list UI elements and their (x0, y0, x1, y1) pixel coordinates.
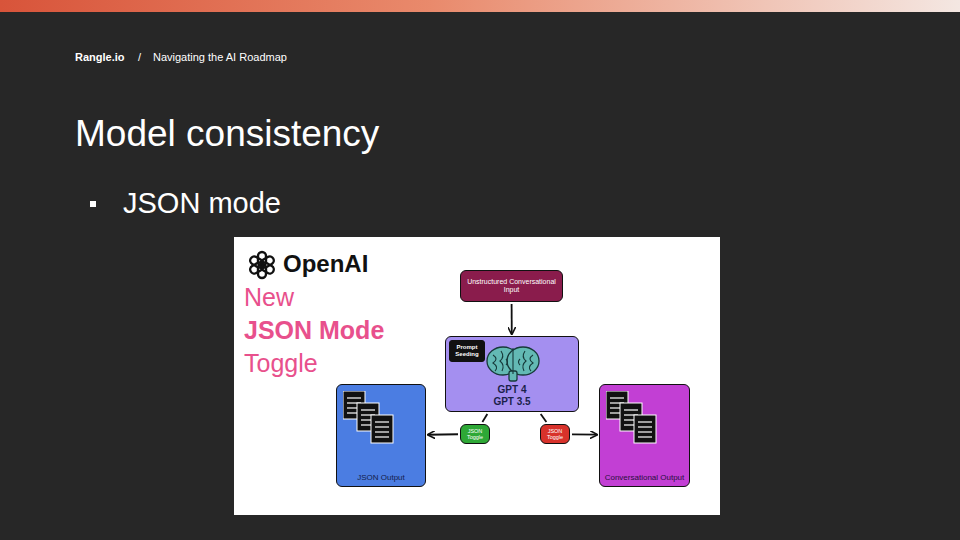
connector-arrow (541, 414, 547, 422)
node-text: Unstructured Conversational Input (464, 278, 559, 294)
node-text: Prompt Seeding (453, 344, 481, 358)
connector-arrow (511, 304, 513, 334)
prompt-seeding-tag: Prompt Seeding (449, 340, 485, 362)
slide-title: Model consistency (75, 113, 379, 155)
top-gradient-bar (0, 0, 960, 12)
node-text: GPT 3.5 (493, 396, 530, 408)
bullet-square (90, 201, 96, 207)
connector-arrow (428, 433, 458, 435)
node-text: JSON Output (357, 473, 405, 482)
toggle-tag: JSON Toggle (540, 424, 570, 444)
input-box: Unstructured Conversational Input (460, 270, 563, 302)
connector-arrow (482, 414, 487, 422)
model-box: GPT 4GPT 3.5 Prompt Seeding (445, 336, 579, 412)
node-text: JSON Toggle (544, 428, 566, 441)
node-text: JSON Toggle (464, 428, 486, 441)
bullet-text: JSON mode (123, 187, 281, 220)
openai-wordmark: OpenAI (283, 250, 368, 278)
node-text: Conversational Output (605, 473, 685, 482)
connector-arrow (572, 433, 597, 435)
headline-line: New (244, 283, 294, 312)
json-output-box: JSON Output (336, 384, 426, 487)
breadcrumb-separator: / (138, 51, 141, 63)
node-text: GPT 4 (498, 384, 527, 396)
conversational-output-box: Conversational Output (599, 384, 690, 487)
breadcrumb-title: Navigating the AI Roadmap (153, 51, 287, 63)
toggle-tag: JSON Toggle (460, 424, 490, 444)
openai-logo (245, 248, 279, 282)
brand-name: Rangle.io (75, 51, 125, 63)
headline-line: Toggle (244, 349, 318, 378)
headline-line: JSON Mode (244, 316, 384, 345)
